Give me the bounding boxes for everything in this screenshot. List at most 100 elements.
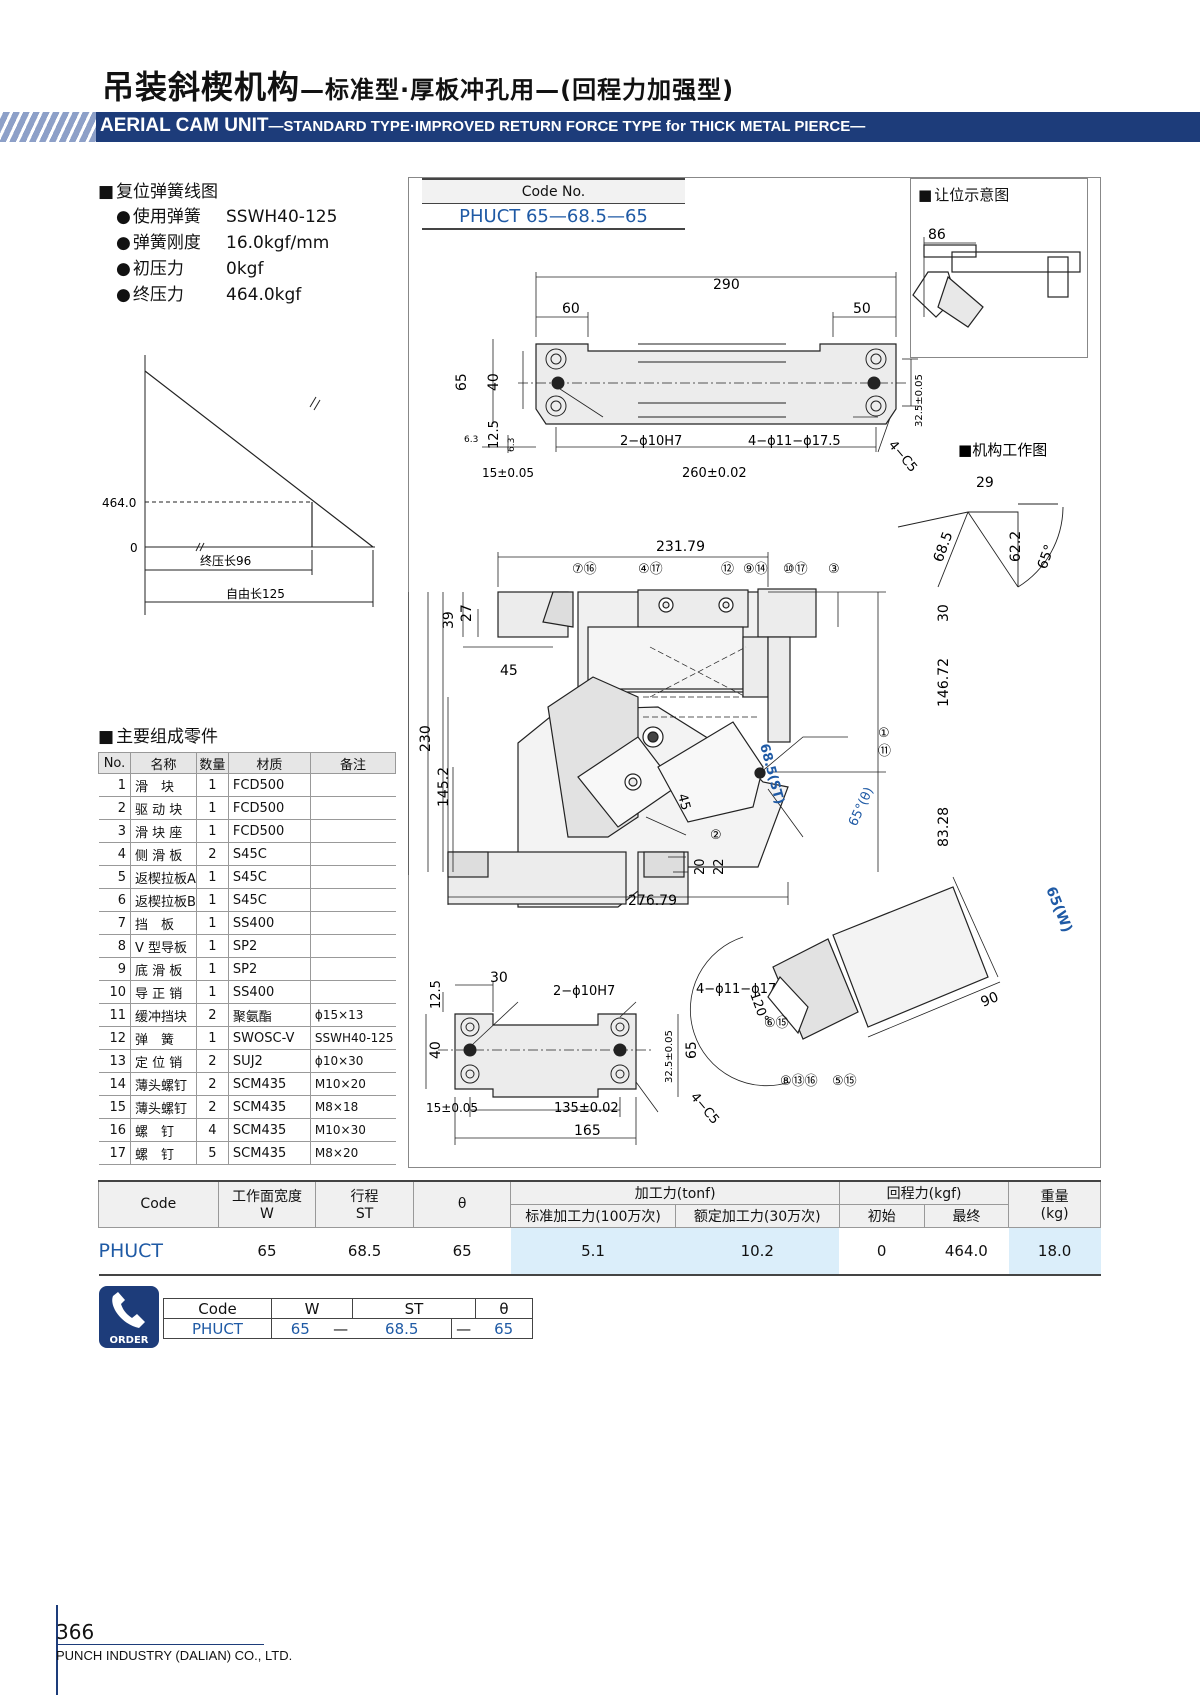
balloon-11: ⑪ bbox=[878, 744, 891, 759]
dim-w29: 29 bbox=[976, 475, 994, 491]
dim-w231: 231.79 bbox=[656, 539, 705, 555]
spring-heading: 复位弹簧线图 bbox=[98, 177, 218, 202]
dim-b-len: 165 bbox=[574, 1123, 601, 1139]
dim-h146: 146.72 bbox=[936, 658, 952, 707]
hole-icon bbox=[545, 395, 567, 417]
hole-icon bbox=[545, 348, 567, 370]
footer-rule bbox=[56, 1605, 58, 1695]
rough-mark: 6.3 bbox=[464, 435, 478, 445]
spring-line bbox=[144, 370, 374, 548]
balloon-3: ③ bbox=[828, 562, 840, 577]
company-name: PUNCH INDUSTRY (DALIAN) CO., LTD. bbox=[56, 1648, 293, 1663]
technical-drawing: 86 290 60 50 65 40 12.5 32.5±0.05 260±0.… bbox=[408, 227, 1081, 1145]
inset-dim: 86 bbox=[928, 227, 946, 243]
svg-text:ORDER: ORDER bbox=[109, 1335, 148, 1346]
balloon-2: ② bbox=[710, 828, 722, 843]
drawing-frame bbox=[408, 177, 1101, 1168]
title-en-sub: —STANDARD TYPE·IMPROVED RETURN FORCE TYP… bbox=[268, 118, 866, 135]
dim-s-w: 65(W) bbox=[1042, 885, 1075, 935]
dim-b-h40: 40 bbox=[428, 1041, 444, 1059]
balloon-8-13-16: ⑧⑬⑯ bbox=[780, 1074, 818, 1089]
main-elevation bbox=[447, 588, 817, 908]
spring-graph: 464.0 0 终压长96 自由长125 bbox=[102, 355, 375, 615]
dim-b-holes: 4−ϕ11−ϕ17.5 bbox=[696, 982, 789, 997]
inset-slider bbox=[951, 251, 1081, 273]
dim-b-offset: 15±0.05 bbox=[426, 1101, 478, 1115]
dim-h32: 32.5±0.05 bbox=[914, 374, 925, 427]
dim-w45: 45 bbox=[500, 663, 518, 679]
code-header: Code No. bbox=[422, 178, 685, 204]
hole-icon bbox=[865, 395, 887, 417]
dim-h65: 65 bbox=[454, 373, 470, 391]
parts-header-row: No. 名称 数量 材质 备注 bbox=[98, 752, 397, 774]
balloon-1: ① bbox=[878, 726, 890, 741]
order-icon: ORDER bbox=[99, 1286, 159, 1348]
dim-d45: 45 bbox=[674, 792, 693, 812]
balloon-6-15: ⑥⑮ bbox=[764, 1016, 789, 1031]
balloon-5-15: ⑤⑮ bbox=[832, 1074, 857, 1089]
inset-heading: 让位示意图 bbox=[918, 184, 1009, 205]
dim-s-len: 90 bbox=[979, 989, 1002, 1011]
dim-h27: 27 bbox=[459, 604, 475, 622]
dim-pin: 2−ϕ10H7 bbox=[620, 434, 682, 449]
balloon-10-17: ⑩⑰ bbox=[783, 562, 808, 577]
spec-data-row: PHUCT 65 68.5 65 5.1 10.2 0 464.0 18.0 bbox=[98, 1227, 1101, 1276]
y-top-label: 464.0 bbox=[102, 496, 136, 510]
dim-pitch: 260±0.02 bbox=[682, 466, 747, 481]
title-cn: 吊装斜楔机构 bbox=[102, 68, 301, 106]
dim-offset: 15±0.05 bbox=[482, 466, 534, 480]
dim-b-h65: 65 bbox=[684, 1041, 700, 1059]
dim-right: 50 bbox=[853, 301, 871, 317]
dim-h39: 39 bbox=[441, 611, 457, 629]
title-en-main: AERIAL CAM UNIT bbox=[100, 115, 269, 136]
dim-h230: 230 bbox=[418, 725, 434, 752]
parts-heading: 主要组成零件 bbox=[98, 722, 218, 747]
free-length-label: 自由长125 bbox=[226, 587, 285, 601]
order-table: Code W ST θ PHUCT 65 — 68.5 — 65 bbox=[163, 1298, 534, 1339]
balloon-9-14: ⑨⑭ bbox=[743, 562, 768, 577]
dim-w276: 276.79 bbox=[628, 893, 677, 909]
dim-b-h12: 12.5 bbox=[429, 980, 444, 1009]
page-number: 366 bbox=[56, 1620, 95, 1644]
rough-mark: 6.3 bbox=[507, 438, 517, 452]
side-detail bbox=[767, 886, 989, 1040]
final-length-label: 终压长96 bbox=[200, 553, 251, 568]
footer-hrule bbox=[56, 1644, 264, 1645]
dim-h22: 22 bbox=[712, 858, 727, 875]
phone-icon: ORDER bbox=[109, 1292, 149, 1346]
balloon-7-16: ⑦⑯ bbox=[572, 562, 597, 577]
code-box: Code No. PHUCT 65—68.5—65 bbox=[422, 178, 685, 232]
top-plate bbox=[535, 343, 897, 425]
dim-d62: 62.2 bbox=[1008, 531, 1024, 562]
dim-a65: 65° bbox=[1035, 543, 1059, 572]
dim-b-chamfer: 4−C5 bbox=[687, 1090, 722, 1128]
page-title: 吊装斜楔机构—标准型·厚板冲孔用—(回程力加强型) bbox=[102, 62, 734, 108]
dim-holes: 4−ϕ11−ϕ17.5 bbox=[748, 434, 841, 449]
balloon-4-17: ④⑰ bbox=[638, 562, 663, 577]
dim-chamfer: 4−C5 bbox=[885, 438, 920, 476]
dim-h30: 30 bbox=[936, 604, 952, 622]
clearance-inset bbox=[910, 178, 1088, 358]
dim-angle: 65°(θ) bbox=[846, 785, 877, 829]
title-cn-sub: —标准型·厚板冲孔用—(回程力加强型) bbox=[300, 76, 735, 104]
dim-d68: 68.5 bbox=[931, 530, 957, 565]
